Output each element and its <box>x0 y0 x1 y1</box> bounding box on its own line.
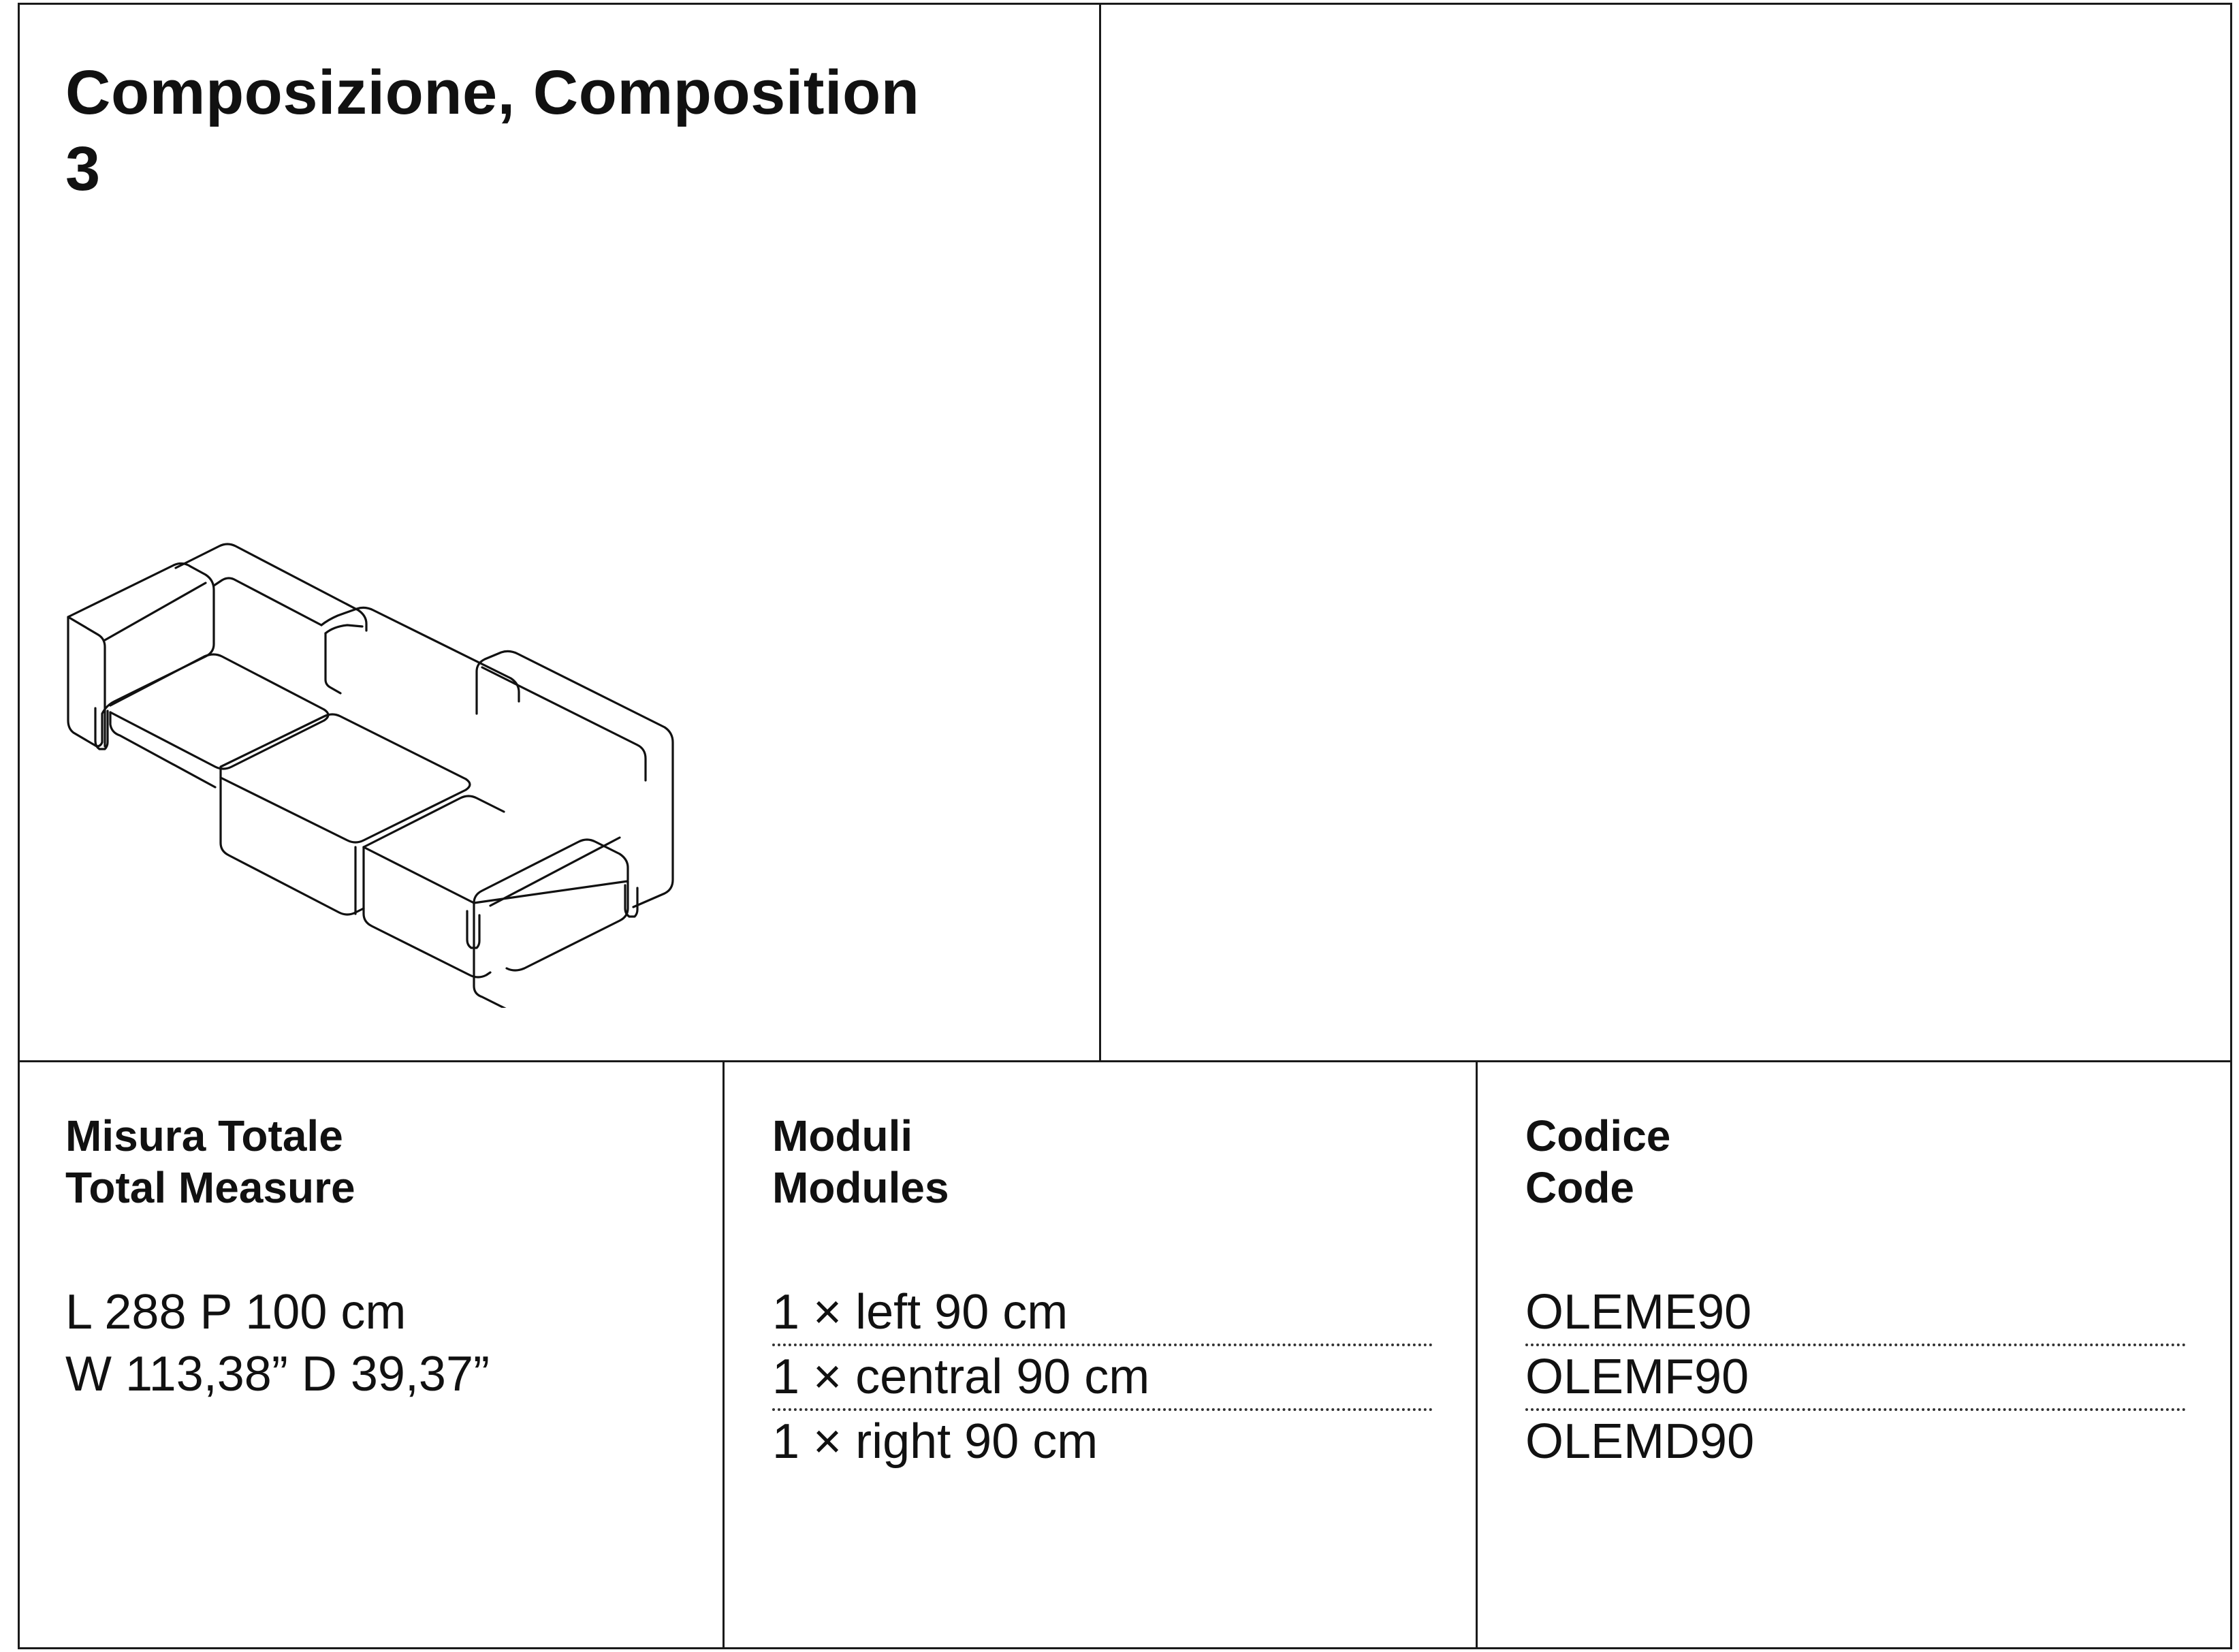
modules-heading: Moduli Modules <box>772 1110 1433 1213</box>
title-line-1: Composizione, Composition <box>65 58 920 127</box>
left-armrest <box>67 562 215 748</box>
sofa-composition-icon <box>67 543 674 1008</box>
code-item-left: OLEME90 <box>1525 1282 2186 1346</box>
modules-list: 1 × left 90 cm 1 × central 90 cm 1 × rig… <box>772 1282 1433 1473</box>
code-list: OLEME90 OLEMF90 OLEMD90 <box>1525 1282 2186 1473</box>
modules-heading-en: Modules <box>772 1163 949 1212</box>
strap-left <box>94 707 109 750</box>
seat-cushion-right <box>362 795 505 979</box>
strap-center <box>466 910 481 949</box>
code-heading-it: Codice <box>1525 1111 1671 1160</box>
title-line-2: 3 <box>65 134 101 204</box>
total-measure-section: Misura Totale Total Measure L 288 P 100 … <box>65 1110 699 1405</box>
bottom-vertical-divider-2 <box>1476 1060 1478 1649</box>
right-armrest <box>473 836 629 1008</box>
modules-section: Moduli Modules 1 × left 90 cm 1 × centra… <box>772 1110 1433 1473</box>
seat-cushion-left <box>109 653 330 789</box>
back-cushion-left <box>174 543 368 632</box>
code-heading-en: Code <box>1525 1163 1634 1212</box>
total-measure-imperial: W 113,38” D 39,37” <box>65 1347 490 1401</box>
top-vertical-divider <box>1099 3 1101 1062</box>
module-item-central: 1 × central 90 cm <box>772 1346 1433 1411</box>
code-section: Codice Code OLEME90 OLEMF90 OLEMD90 <box>1525 1110 2186 1473</box>
module-item-right: 1 × right 90 cm <box>772 1414 1098 1469</box>
code-heading: Codice Code <box>1525 1110 2186 1213</box>
horizontal-divider <box>18 1060 2232 1062</box>
seat-cushion-center <box>219 713 471 916</box>
modules-heading-it: Moduli <box>772 1111 913 1160</box>
module-item-left: 1 × left 90 cm <box>772 1282 1433 1346</box>
total-measure-values: L 288 P 100 cm W 113,38” D 39,37” <box>65 1282 699 1405</box>
strap-right <box>624 884 639 918</box>
code-item-right: OLEMD90 <box>1525 1414 1755 1469</box>
spec-sheet-frame <box>18 3 2232 1649</box>
back-cushion-center <box>320 606 520 703</box>
total-measure-heading-en: Total Measure <box>65 1163 355 1212</box>
total-measure-heading: Misura Totale Total Measure <box>65 1110 699 1213</box>
page-title: Composizione, Composition 3 <box>65 54 919 207</box>
bottom-vertical-divider-1 <box>722 1060 725 1649</box>
total-measure-metric: L 288 P 100 cm <box>65 1285 407 1339</box>
back-cushion-right <box>475 650 674 908</box>
code-item-central: OLEMF90 <box>1525 1346 2186 1411</box>
total-measure-heading-it: Misura Totale <box>65 1111 343 1160</box>
